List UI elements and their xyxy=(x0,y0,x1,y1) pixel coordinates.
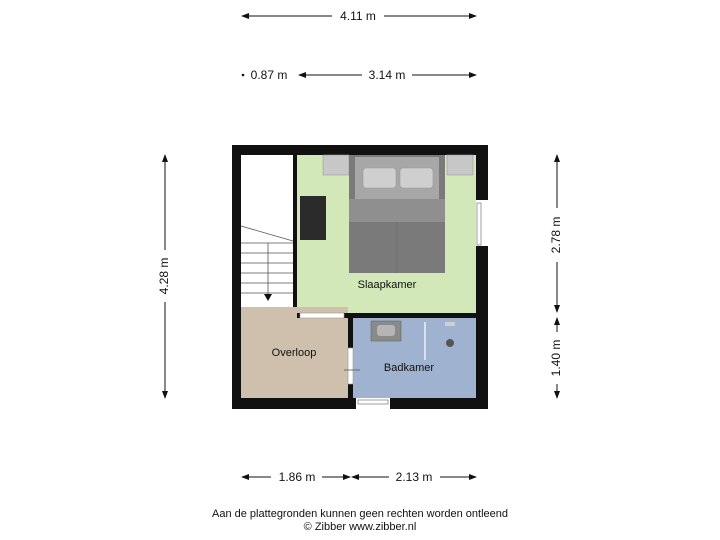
dimension-bottom-right: 2.13 m xyxy=(351,470,477,484)
dimension-label-right-lower: 1.40 m xyxy=(549,340,563,377)
stair-area xyxy=(241,155,293,307)
dimension-label-top-right: 3.14 m xyxy=(369,68,406,82)
dimension-right-lower: 1.40 m xyxy=(549,317,563,399)
dimension-label-bottom-right: 2.13 m xyxy=(396,470,433,484)
shower-head xyxy=(445,322,455,326)
dimension-label-top-left: 0.87 m xyxy=(251,68,288,82)
dimension-top-left: 0.87 m xyxy=(241,68,288,82)
label-slaapkamer: Slaapkamer xyxy=(358,279,417,291)
wardrobe xyxy=(300,196,326,240)
dimension-top-right: 3.14 m xyxy=(298,68,477,82)
stair-treads xyxy=(240,225,294,294)
room-overloop xyxy=(241,307,348,398)
dimension-label-right-upper: 2.78 m xyxy=(549,217,563,254)
footer-copyright: © Zibber www.zibber.nl xyxy=(303,521,417,533)
door-slaapkamer xyxy=(299,312,345,319)
shower-drain xyxy=(446,339,454,347)
label-badkamer: Badkamer xyxy=(384,362,434,374)
footer-disclaimer: Aan de plattegronden kunnen geen rechten… xyxy=(211,508,508,520)
bed xyxy=(349,155,445,273)
dimension-label-top-total: 4.11 m xyxy=(340,9,376,23)
dimension-label-bottom-left: 1.86 m xyxy=(279,470,316,484)
stair-arrow-icon xyxy=(264,294,272,301)
dimension-bottom-left: 1.86 m xyxy=(241,470,351,484)
dimension-top-total: 4.11 m xyxy=(241,9,477,23)
dimension-right-upper: 2.78 m xyxy=(549,154,563,313)
dimension-label-left-height: 4.28 m xyxy=(157,258,171,295)
door-badkamer xyxy=(347,347,354,385)
nightstand-right xyxy=(446,154,474,176)
partition-wall-stairs xyxy=(293,155,297,307)
dimension-left-height: 4.28 m xyxy=(157,154,171,399)
label-overloop: Overloop xyxy=(272,347,317,359)
partition-wall-horizontal xyxy=(297,313,476,318)
nightstand-left xyxy=(322,154,350,176)
